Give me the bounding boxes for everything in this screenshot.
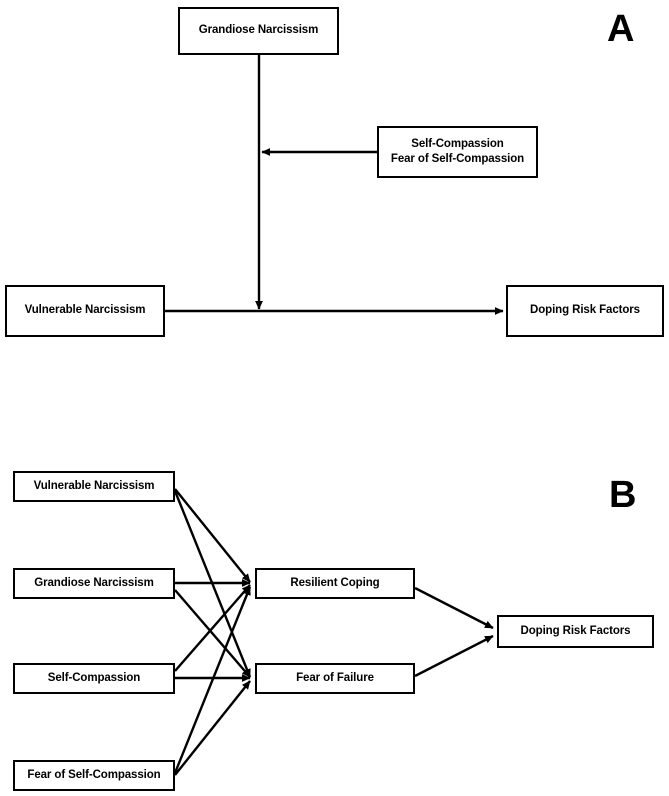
panel-a-letter: A bbox=[607, 8, 635, 50]
node-fear-of-failure-b[interactable]: Fear of Failure bbox=[255, 663, 415, 694]
node-label: Resilient Coping bbox=[290, 576, 380, 589]
node-label: Vulnerable Narcissism bbox=[33, 479, 155, 492]
edge-resilient-to-doping bbox=[414, 586, 494, 630]
node-label: Self-Compassion bbox=[47, 671, 141, 684]
edge-fear-selfcompassion-to-fear-of-failure bbox=[174, 680, 251, 776]
edge-fear-selfcompassion-to-resilient bbox=[173, 586, 252, 774]
node-label: Grandiose Narcissism bbox=[34, 576, 154, 589]
node-grandiose-narcissism-b[interactable]: Grandiose Narcissism bbox=[13, 568, 175, 599]
node-label: Fear of Failure bbox=[296, 671, 374, 684]
node-label: Doping Risk Factors bbox=[530, 304, 640, 317]
node-label: Vulnerable Narcissism bbox=[24, 304, 146, 317]
panel-a: Grandiose Narcissism Self-Compassion Fea… bbox=[5, 7, 664, 337]
edge-grandiose-to-fear-of-failure bbox=[174, 589, 251, 678]
panel-b-letter: B bbox=[609, 474, 637, 516]
node-resilient-coping-b[interactable]: Resilient Coping bbox=[255, 568, 415, 599]
edge-selfcompassion-to-resilient bbox=[174, 584, 251, 672]
node-doping-risk-factors-a[interactable]: Doping Risk Factors bbox=[506, 285, 664, 337]
edge-fear-of-failure-to-doping bbox=[414, 634, 494, 678]
node-label-line-2: Fear of Self-Compassion bbox=[390, 153, 525, 165]
panel-b: Vulnerable Narcissism Grandiose Narcissi… bbox=[0, 440, 669, 796]
panel-a-edges bbox=[165, 55, 504, 315]
node-doping-risk-factors-b[interactable]: Doping Risk Factors bbox=[497, 615, 654, 648]
node-grandiose-narcissism-a[interactable]: Grandiose Narcissism bbox=[178, 7, 339, 55]
node-vulnerable-narcissism-b[interactable]: Vulnerable Narcissism bbox=[13, 471, 175, 502]
node-fear-of-self-compassion-b[interactable]: Fear of Self-Compassion bbox=[13, 760, 175, 791]
panel-b-edges bbox=[173, 488, 494, 776]
node-label: Doping Risk Factors bbox=[520, 624, 631, 637]
node-label: Grandiose Narcissism bbox=[198, 24, 319, 37]
node-label: Fear of Self-Compassion bbox=[27, 768, 161, 781]
node-self-compassion-b[interactable]: Self-Compassion bbox=[13, 663, 175, 694]
edge-vulnerable-to-resilient bbox=[174, 488, 251, 583]
node-vulnerable-narcissism-a[interactable]: Vulnerable Narcissism bbox=[5, 285, 165, 337]
node-self-compassion-a[interactable]: Self-Compassion Fear of Self-Compassion bbox=[377, 126, 538, 178]
node-label-line-1: Self-Compassion bbox=[411, 137, 504, 150]
